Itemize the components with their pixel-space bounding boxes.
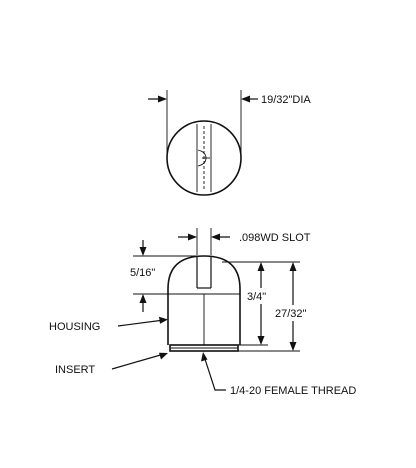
- overall-height-arrow-top: [289, 262, 297, 271]
- slot-label: .098WD SLOT: [239, 232, 311, 244]
- housing-label: HOUSING: [49, 321, 100, 333]
- thread-arrow: [201, 352, 208, 362]
- top-height-dimension: 5/16": [130, 240, 200, 312]
- side-view: [167, 255, 241, 352]
- thread-leader: [203, 355, 226, 391]
- slot-arrow-left: [188, 233, 197, 241]
- body-height-dimension: 3/4": [222, 261, 268, 346]
- top-height-arrow-top: [139, 247, 147, 256]
- top-view: [166, 120, 242, 196]
- insert-arrow: [159, 352, 168, 360]
- thread-label: 1/4-20 FEMALE THREAD: [230, 385, 356, 397]
- housing-callout: HOUSING: [49, 316, 168, 333]
- thread-callout: 1/4-20 FEMALE THREAD: [201, 352, 356, 397]
- insert-label: INSERT: [55, 364, 95, 376]
- insert-callout: INSERT: [55, 352, 168, 376]
- slot-arrow-right: [211, 233, 220, 241]
- diameter-arrow-right: [241, 95, 250, 103]
- housing-outline: [167, 255, 241, 345]
- body-height-arrow-bottom: [257, 336, 265, 345]
- slot-dimension: .098WD SLOT: [178, 228, 311, 255]
- diameter-arrow-left: [158, 95, 167, 103]
- housing-leader: [117, 319, 165, 327]
- diameter-label: 19/32"DIA: [261, 94, 311, 106]
- housing-arrow: [159, 316, 168, 324]
- overall-height-arrow-bottom: [289, 342, 297, 351]
- top-height-arrow-bottom: [139, 294, 147, 303]
- overall-height-label: 27/32": [275, 308, 307, 320]
- top-height-label: 5/16": [130, 267, 155, 279]
- insert-leader: [111, 353, 165, 370]
- overall-height-dimension: 27/32": [238, 261, 312, 352]
- body-height-arrow-top: [257, 262, 265, 271]
- diameter-dimension: 19/32"DIA: [148, 90, 311, 158]
- body-height-label: 3/4": [247, 291, 266, 303]
